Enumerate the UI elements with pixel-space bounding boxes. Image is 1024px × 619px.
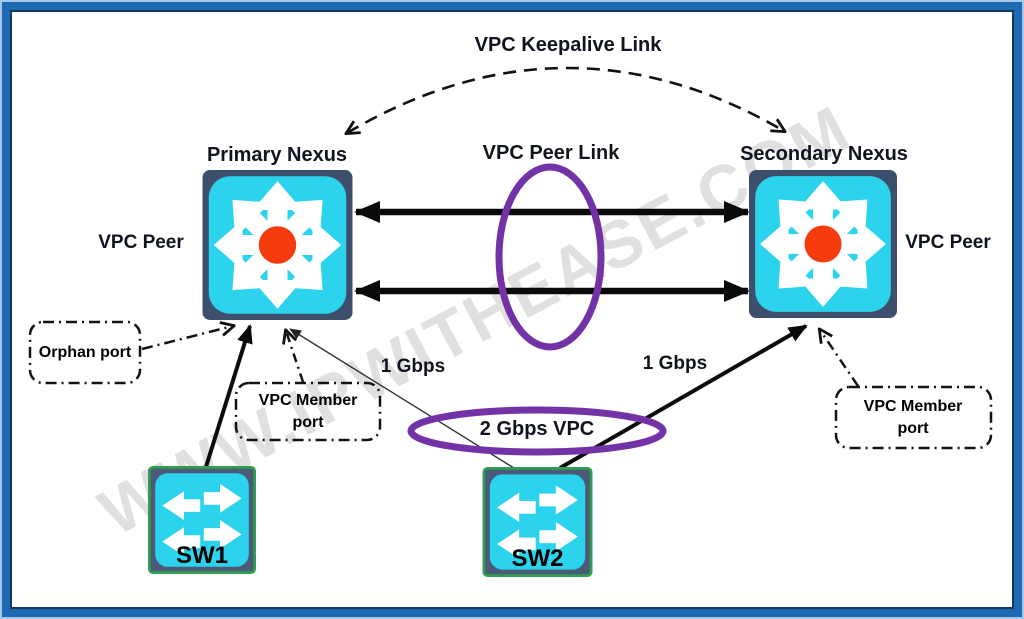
link-speed-left-label: 1 Gbps [380, 356, 446, 377]
secondary-nexus-label: Secondary Nexus [740, 143, 908, 165]
vpc-member-port-right-pointer [820, 330, 860, 387]
primary-nexus-node [200, 170, 355, 320]
link-speed-right-label: 1 Gbps [642, 353, 708, 374]
peer-link-title: VPC Peer Link [482, 142, 620, 164]
workgroup-switch-icon [482, 467, 593, 577]
vpc-2gbps-label: 2 Gbps VPC [479, 418, 595, 440]
sw1-label: SW1 [175, 542, 228, 569]
sw2-uplink-arrow [559, 324, 808, 470]
orphan-port-box [28, 320, 142, 385]
secondary-nexus-node [746, 170, 900, 318]
vpc-2gbps-ellipse [407, 406, 667, 456]
peer-link-ellipse [495, 163, 605, 351]
sw1-node: SW1 [143, 466, 261, 574]
keepalive-link-title: VPC Keepalive Link [474, 34, 662, 56]
primary-nexus-label: Primary Nexus [206, 144, 348, 166]
sw1-uplink-arrow [203, 324, 253, 471]
nexus-switch-icon [749, 170, 897, 318]
vpc-peer-left-label: VPC Peer [98, 232, 184, 253]
sw2-node: SW2 [478, 467, 597, 577]
keepalive-link-arc [347, 66, 784, 133]
workgroup-switch-icon [148, 466, 256, 574]
vpc-member-port-right-box [834, 385, 993, 450]
vpc-member-port-left-pointer [286, 331, 305, 383]
vpc-member-port-left-label: VPC Member port [258, 391, 358, 431]
orphan-port-label: Orphan port [38, 343, 132, 361]
orphan-port-pointer [141, 326, 233, 351]
vpc-peer-right-label: VPC Peer [905, 232, 991, 253]
nexus-switch-icon [202, 170, 353, 320]
vpc-member-port-right-label: VPC Member port [863, 397, 963, 437]
sw2-thin-uplink-line [289, 328, 515, 469]
sw2-label: SW2 [511, 545, 564, 572]
